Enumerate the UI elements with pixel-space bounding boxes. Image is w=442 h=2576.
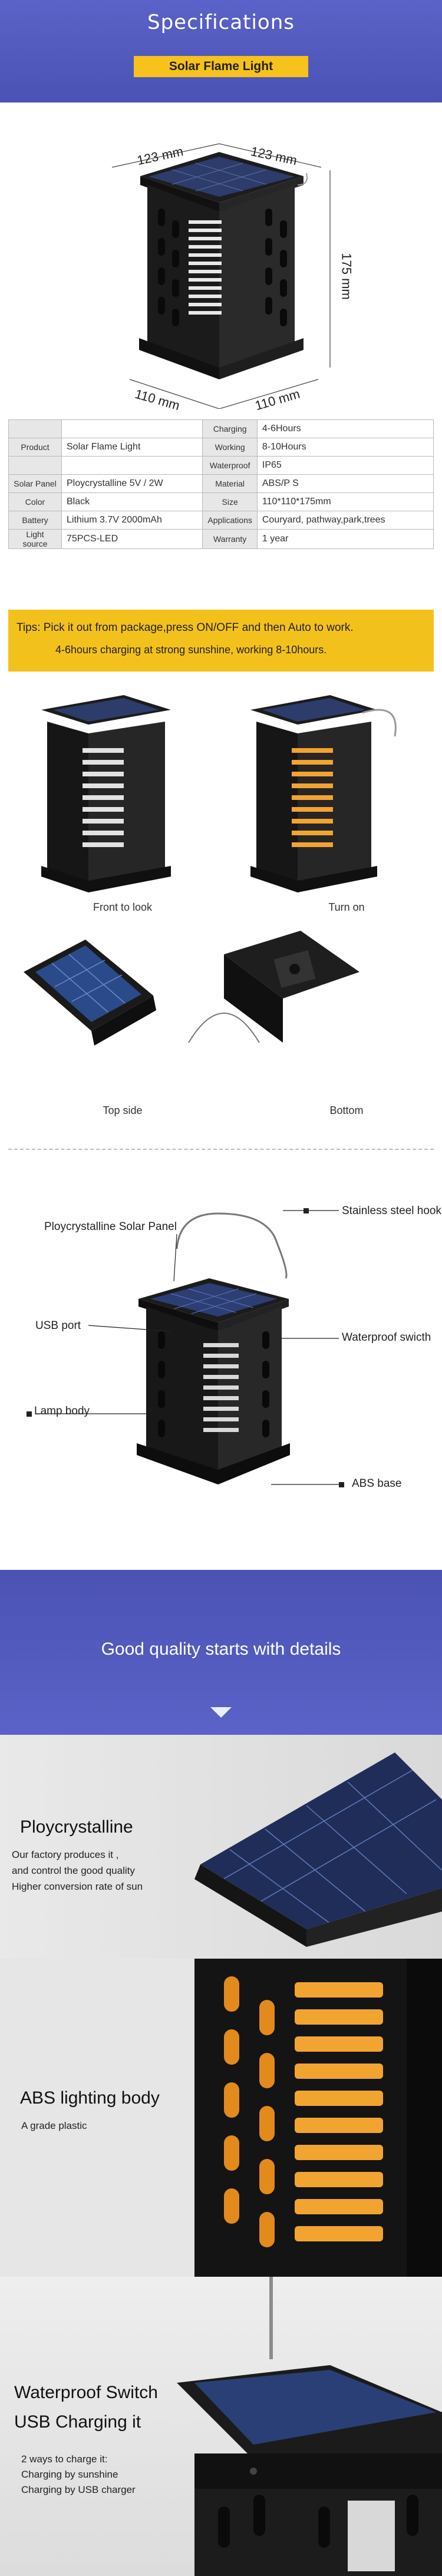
product-views-illustration (24, 695, 397, 1046)
table-cell: 110*110*175mm (256, 492, 434, 511)
table-row: Waterproof IP65 (8, 456, 434, 475)
detail-title-abs-body: ABS lighting body (20, 2088, 160, 2108)
switch-usb-closeup (177, 2277, 442, 2576)
table-row: Color Black Size 110*110*175mm (8, 492, 434, 511)
front-view-lamp (41, 695, 171, 892)
table-cell: Charging (202, 419, 258, 438)
detail-text: and control the good quality (12, 1865, 135, 1876)
table-row: Product Solar Flame Light Working 8-10Ho… (8, 438, 434, 457)
label-turn-on: Turn on (328, 901, 365, 913)
table-cell: Solar Flame Light (61, 438, 203, 457)
label-top-side: Top side (103, 1105, 143, 1116)
table-cell: Solar Panel (8, 474, 62, 493)
table-row: Charging 4-6Hours (8, 419, 434, 438)
callout-abs-base: ABS base (352, 1477, 402, 1490)
table-cell: Product (8, 438, 62, 457)
specifications-banner: Specifications Solar Flame Light (0, 0, 442, 102)
table-cell: ABS/P S (256, 474, 434, 493)
callout-marker (304, 1208, 309, 1213)
callout-diagram-lamp (188, 1013, 260, 1043)
table-cell (61, 419, 203, 438)
table-cell: 1 year (256, 529, 434, 549)
detail-text: A grade plastic (21, 2120, 87, 2131)
detail-title-usb-charging: USB Charging it (14, 2412, 141, 2432)
detail-panel-solar: Ploycrystalline Our factory produces it … (0, 1735, 442, 1959)
callout-solar-panel: Ploycrystalline Solar Panel (44, 1221, 177, 1233)
detail-title-ploycrystalline: Ploycrystalline (20, 1817, 133, 1837)
product-name-badge: Solar Flame Light (134, 56, 308, 77)
table-cell: Working (202, 438, 258, 457)
bottom-view-lamp (224, 931, 359, 1043)
table-cell: 4-6Hours (256, 419, 434, 438)
table-cell (8, 456, 62, 475)
tips-line-1: Tips: Pick it out from package,press ON/… (17, 621, 354, 634)
detail-title-waterproof-switch: Waterproof Switch (14, 2383, 158, 2402)
table-row: Battery Lithium 3.7V 2000mAh Application… (8, 511, 434, 530)
table-cell: Black (61, 492, 203, 511)
table-cell: Light source (8, 529, 62, 549)
table-cell: Battery (8, 511, 62, 530)
solar-panel-closeup (194, 1752, 442, 1947)
turned-on-lamp (250, 695, 397, 892)
table-cell: 75PCS-LED (61, 529, 203, 549)
top-view-lamp (24, 940, 156, 1046)
callout-waterproof-switch: Waterproof swicth (342, 1331, 431, 1344)
table-cell: Ploycrystalline 5V / 2W (61, 474, 203, 493)
table-cell: Warranty (202, 529, 258, 549)
table-cell: IP65 (256, 456, 434, 475)
lamp-dimension-illustration (111, 143, 331, 409)
detail-panel-abs-body: ABS lighting body A grade plastic (0, 1959, 442, 2277)
table-row: Solar Panel Ploycrystalline 5V / 2W Mate… (8, 474, 434, 493)
table-cell: Applications (202, 511, 258, 530)
dimension-height: 175 mm (339, 253, 354, 300)
table-cell: Color (8, 492, 62, 511)
section-divider (8, 1149, 434, 1150)
table-cell: Material (202, 474, 258, 493)
parts-callout-diagram (35, 1210, 342, 1485)
dimension-diagram: 123 mm 123 mm 175 mm 110 mm 110 mm (0, 102, 442, 413)
down-arrow-icon (210, 1707, 232, 1718)
callout-usb-port: USB port (35, 1320, 81, 1332)
table-row: Light source 75PCS-LED Warranty 1 year (8, 529, 434, 549)
callout-stainless-steel-hook: Stainless steel hook (342, 1205, 441, 1217)
label-bottom: Bottom (329, 1105, 364, 1116)
tips-line-2: 4-6hours charging at strong sunshine, wo… (55, 644, 327, 656)
table-cell: Couryard, pathway,park,trees (256, 511, 434, 530)
specification-table: Charging 4-6Hours Product Solar Flame Li… (8, 419, 434, 549)
details-title: Good quality starts with details (101, 1639, 341, 1659)
callout-marker (339, 1482, 344, 1487)
detail-text: Higher conversion rate of sun (12, 1881, 143, 1892)
details-banner: Good quality starts with details (0, 1570, 442, 1735)
page-title: Specifications (147, 11, 295, 34)
detail-panel-switch-usb: Waterproof Switch USB Charging it 2 ways… (0, 2277, 442, 2576)
label-front-view: Front to look (93, 901, 153, 913)
detail-text: Charging by USB charger (21, 2484, 136, 2495)
detail-text: 2 ways to charge it: (21, 2453, 108, 2465)
table-cell: 8-10Hours (256, 438, 434, 457)
table-cell: Waterproof (202, 456, 258, 475)
table-cell: Size (202, 492, 258, 511)
table-cell (8, 419, 62, 438)
detail-text: Our factory produces it , (12, 1849, 119, 1860)
callout-lamp-body: Lamp body (34, 1405, 90, 1417)
table-cell: Lithium 3.7V 2000mAh (61, 511, 203, 530)
table-cell (61, 456, 203, 475)
detail-text: Charging by sunshine (21, 2469, 118, 2480)
tips-box: Tips: Pick it out from package,press ON/… (8, 610, 434, 672)
callout-marker (27, 1411, 32, 1417)
abs-body-closeup (194, 1959, 442, 2277)
